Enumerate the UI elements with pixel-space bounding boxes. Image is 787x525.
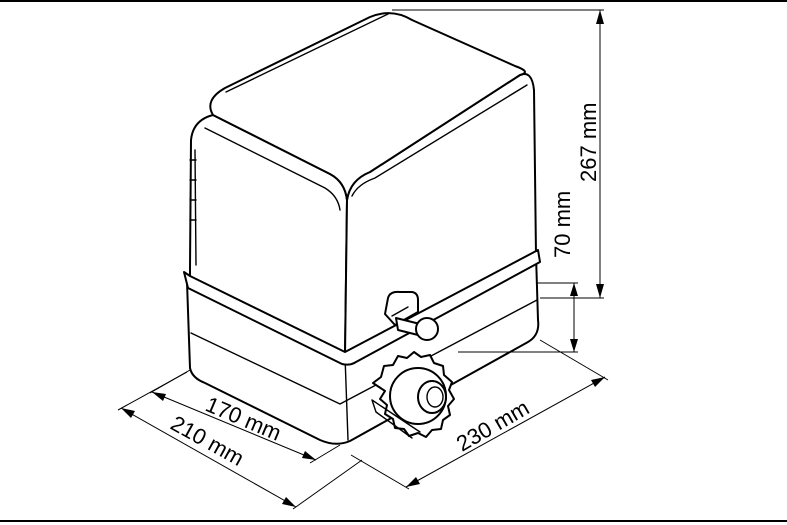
- drive-pinion: [371, 351, 455, 439]
- height-rack-arrow-bottom: [570, 339, 578, 352]
- width-overall-arrow-left: [121, 408, 135, 418]
- dimension-lines: [117, 9, 609, 510]
- width-body-dim-line: [151, 391, 317, 461]
- width-overall-arrow-right: [282, 497, 296, 507]
- base-band-line: [190, 299, 538, 405]
- width-body-arrow-right: [302, 451, 316, 460]
- height-total-label: 267 mm: [576, 103, 601, 182]
- length-arrow-back: [591, 377, 605, 387]
- width-body-arrow-left: [152, 392, 166, 401]
- length-extension-front: [350, 454, 410, 490]
- height-total-arrow-top: [596, 10, 604, 24]
- height-rack-label: 70 mm: [550, 191, 575, 258]
- motor-housing: [183, 12, 541, 445]
- height-total-arrow-bottom: [596, 284, 604, 298]
- height-rack-arrow-top: [570, 283, 578, 296]
- width-overall-extension-right: [292, 459, 363, 510]
- width-body-extension-right: [309, 444, 341, 464]
- housing-seam: [183, 249, 541, 366]
- length-arrow-front: [406, 477, 420, 487]
- length-dim-line: [405, 376, 606, 488]
- length-extension-back: [539, 339, 609, 381]
- width-overall-extension-left: [117, 371, 188, 411]
- length-label: 230 mm: [452, 395, 533, 456]
- cover-top-face: [209, 12, 526, 201]
- release-key: [384, 290, 439, 341]
- width-overall-dim-line: [120, 407, 297, 508]
- pinion-shaft: [417, 380, 447, 414]
